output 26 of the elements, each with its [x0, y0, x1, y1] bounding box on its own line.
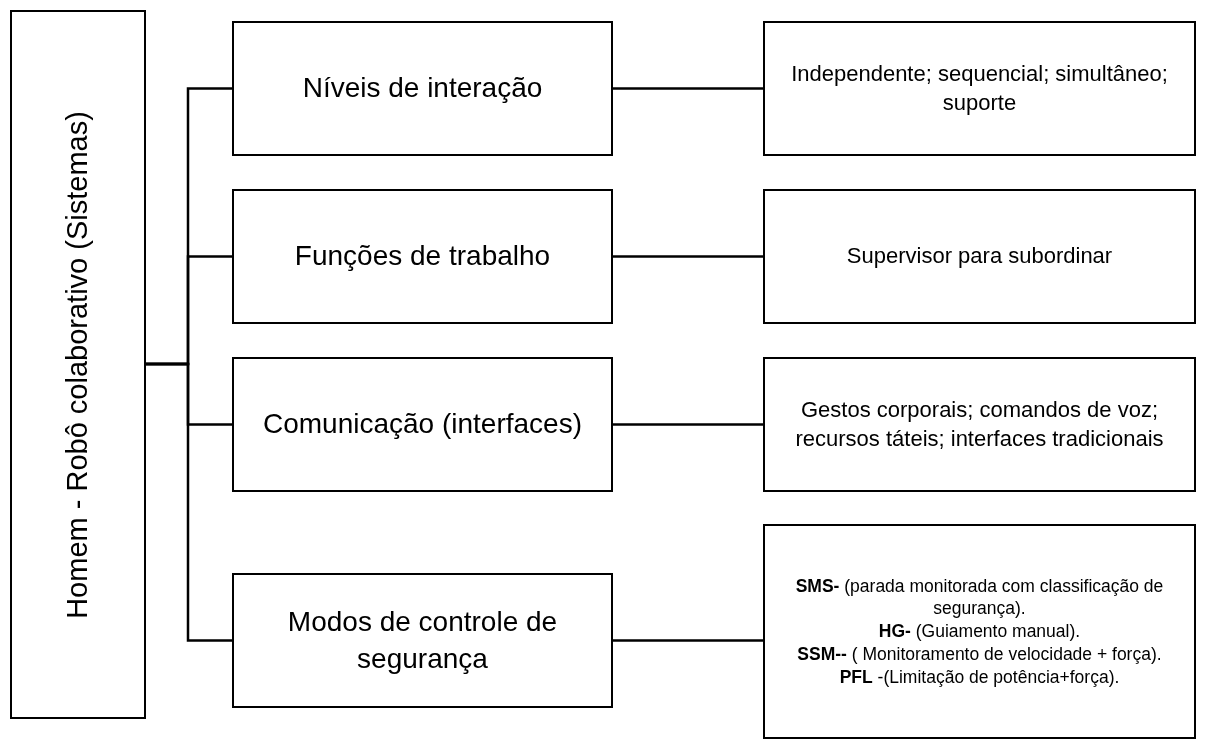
category-box: [763, 524, 1196, 739]
node-text: Comunicação (interfaces): [263, 407, 582, 442]
node-text: Níveis de interação: [302, 71, 543, 106]
category-box: [232, 357, 613, 492]
connector-line: [613, 87, 763, 90]
category-box: [763, 21, 1196, 156]
node-text: Homem - Robô colaborativo (Sistemas): [60, 110, 95, 619]
node-text: Supervisor para subordinar: [846, 242, 1113, 271]
node-text: PFL -(Limitação de potência+força).: [839, 665, 1120, 689]
node-text: HG- (Guiamento manual).: [878, 620, 1081, 643]
node-text: Gestos corporais; comandos de voz; recursos táteis; interfaces tradicionais: [794, 395, 1165, 453]
connector-line: [146, 362, 232, 642]
node-text: Funções de trabalho: [294, 239, 551, 274]
category-box: [763, 357, 1196, 492]
category-box: [232, 21, 613, 156]
node-text: SMS- (parada monitorada com classificação de segurança).: [794, 574, 1165, 621]
category-box: [232, 573, 613, 708]
connector-line: [613, 255, 763, 258]
category-box: [232, 189, 613, 324]
node-text: Modos de controle de segurança: [286, 605, 559, 676]
node-text: SSM-- ( Monitoramento de velocidade + força).: [797, 642, 1162, 666]
node-text: Independente; sequencial; simultâneo; suporte: [790, 59, 1169, 117]
connector-line: [613, 423, 763, 426]
root-box: [10, 10, 146, 719]
category-box: [763, 189, 1196, 324]
connector-line: [613, 639, 763, 642]
